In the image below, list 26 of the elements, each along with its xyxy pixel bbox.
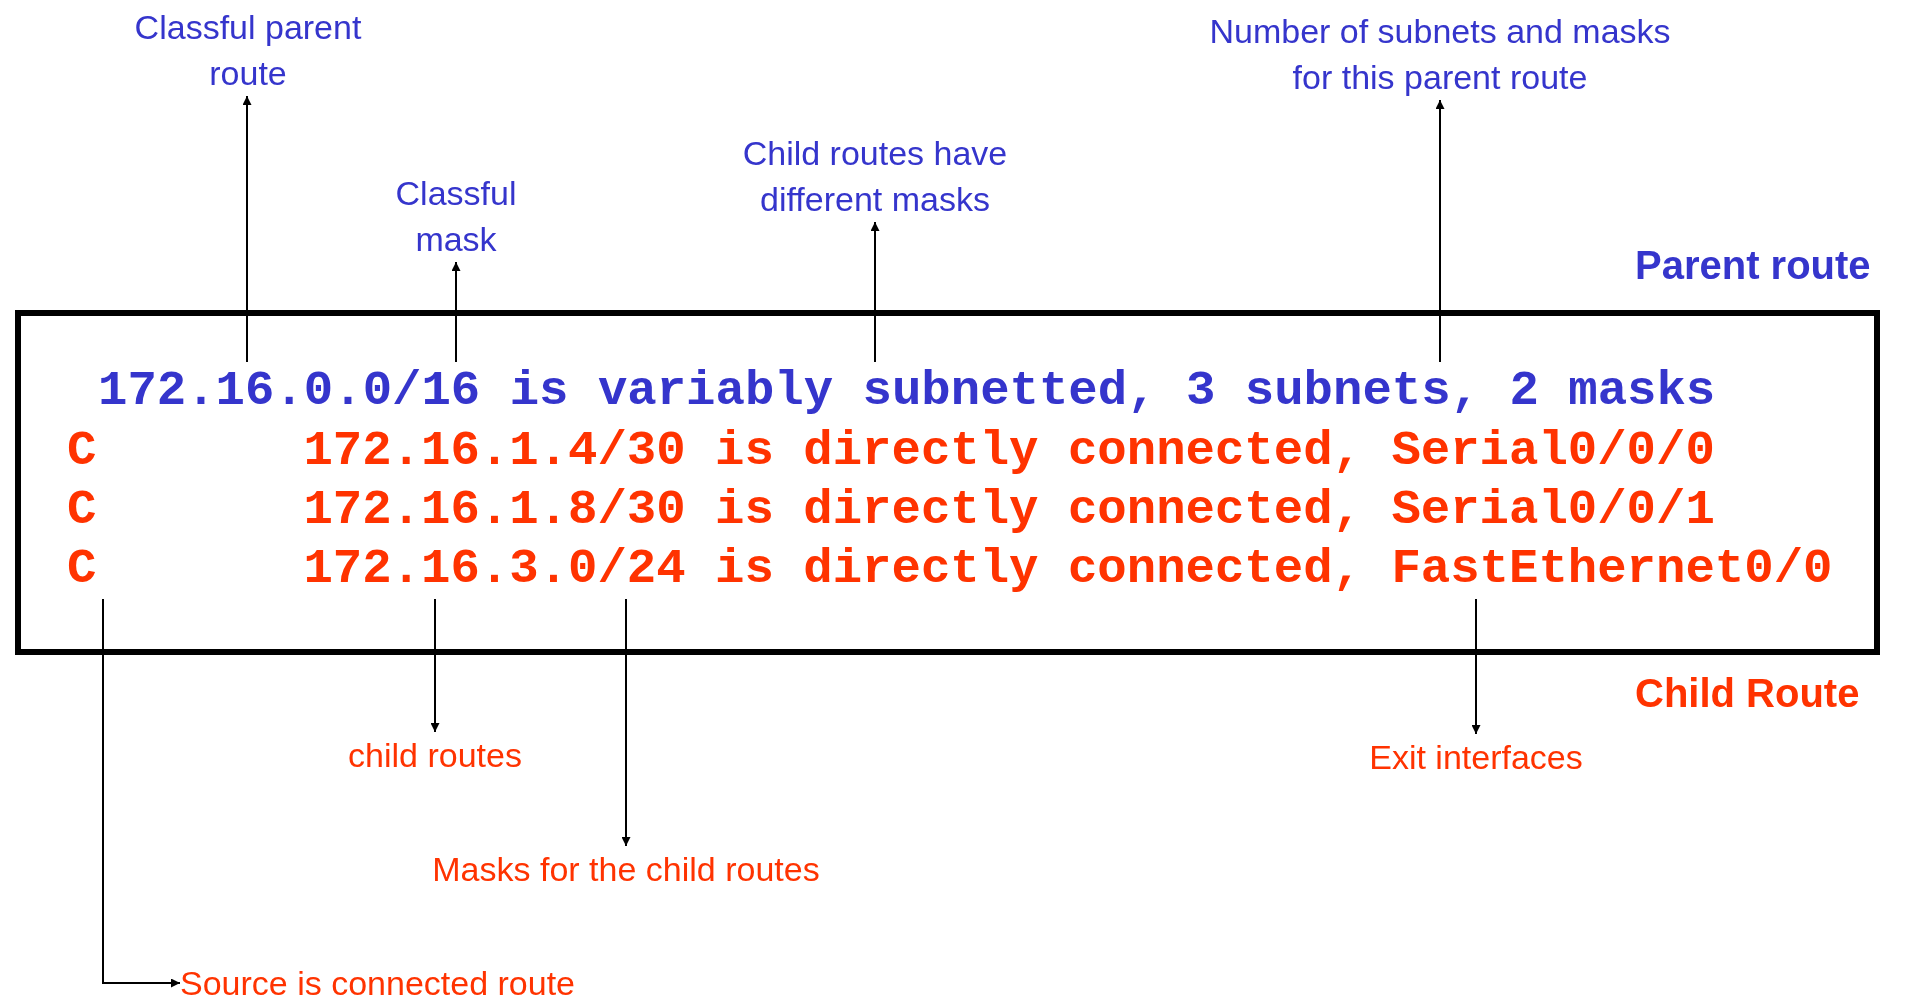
leader-line <box>451 261 461 363</box>
leader-line <box>870 221 880 363</box>
annotation-text: Classful mask <box>361 170 551 262</box>
leader-line <box>102 598 181 988</box>
annotation-text: Child routes have different masks <box>685 130 1065 222</box>
annotation-text: Masks for the child routes <box>366 846 886 892</box>
leader-line <box>1471 598 1481 735</box>
route-code: C <box>67 541 97 597</box>
output-box <box>15 310 1880 655</box>
annotation-text: Number of subnets and masks for this parent route <box>1190 8 1690 100</box>
route-entry-text: 172.16.3.0/24 is directly connected, FastEthernet0/0 <box>303 541 1833 597</box>
leader-line <box>242 95 252 363</box>
annotation-text: Source is connected route <box>180 960 576 1000</box>
route-code: C <box>67 482 97 538</box>
section-label: Parent route <box>1635 242 1871 288</box>
parent-route-line: 172.16.0.0/16 is variably subnetted, 3 subnets, 2 masks <box>98 362 1716 421</box>
annotation-text: Exit interfaces <box>1316 734 1636 780</box>
section-label: Child Route <box>1635 670 1860 716</box>
annotation-text: child routes <box>285 732 585 778</box>
route-entry-text: 172.16.1.4/30 is directly connected, Serial0/0/0 <box>303 423 1715 479</box>
route-code: C <box>67 423 97 479</box>
leader-line <box>1435 99 1445 363</box>
annotation-text: Classful parent route <box>133 4 363 96</box>
leader-line <box>430 598 440 733</box>
leader-line <box>621 598 631 847</box>
route-entry-text: 172.16.1.8/30 is directly connected, Serial0/0/1 <box>303 482 1715 538</box>
